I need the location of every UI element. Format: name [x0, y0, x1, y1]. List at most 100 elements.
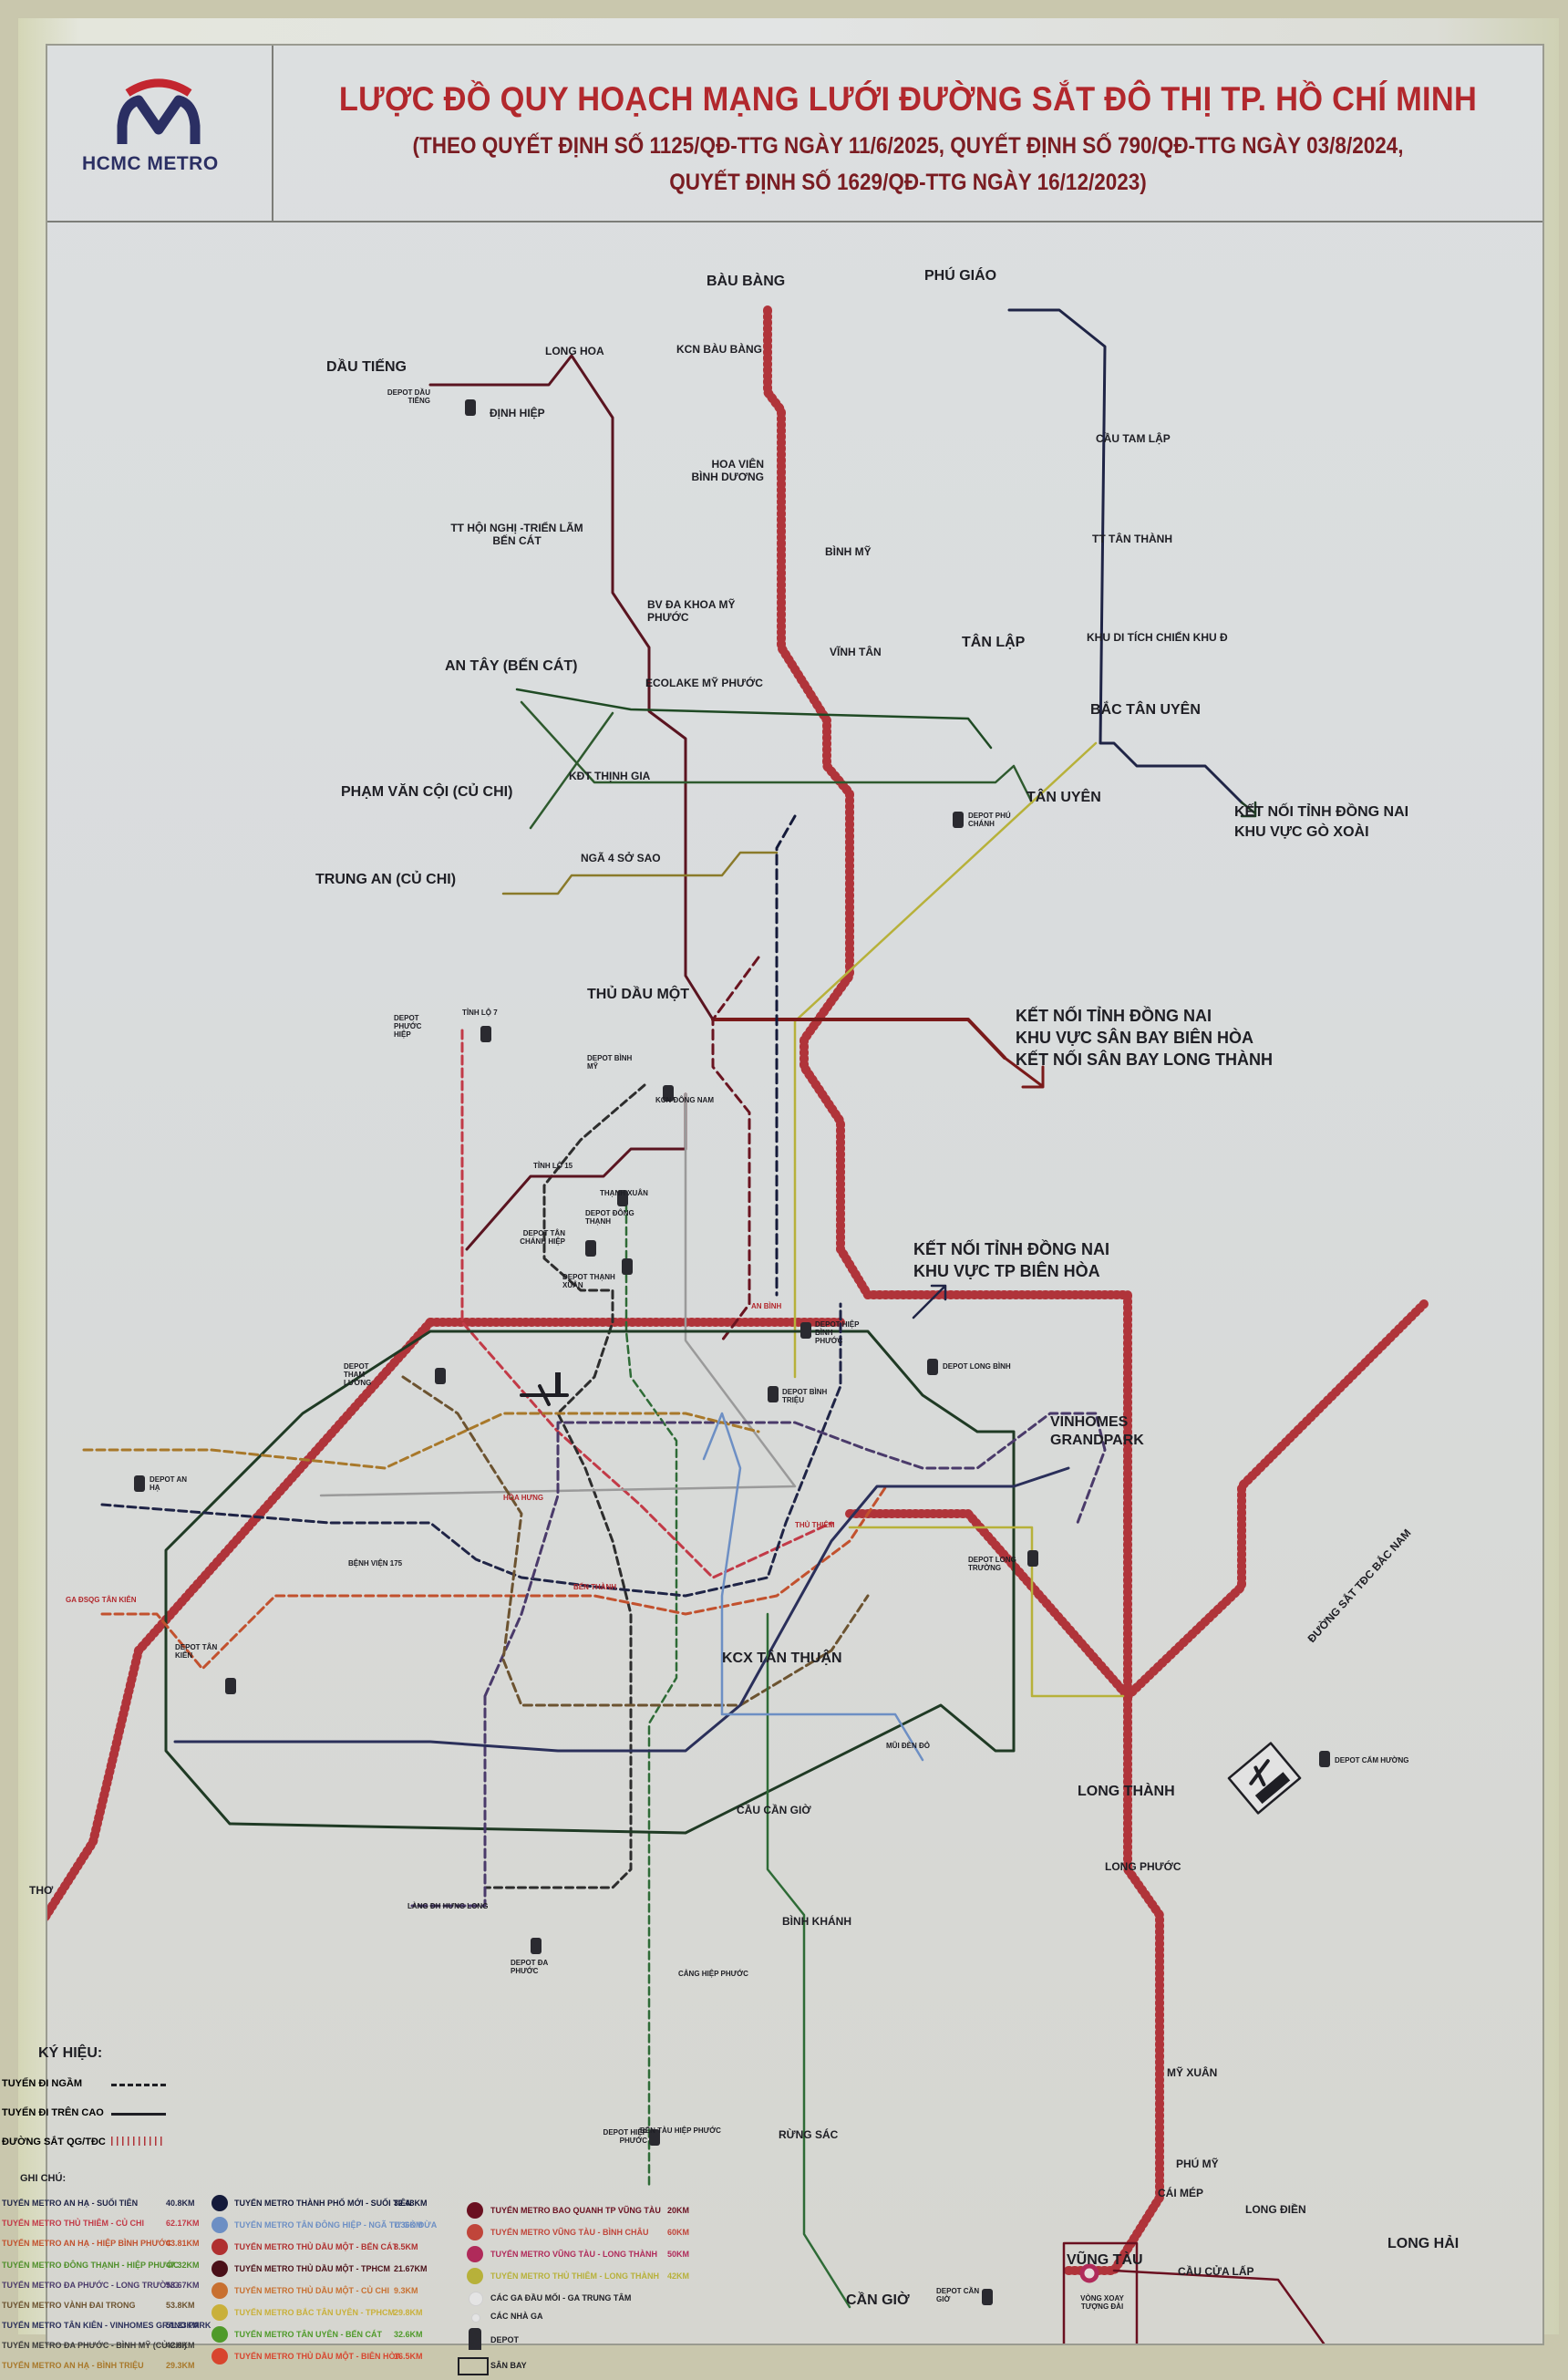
depot-binh-my: DEPOT BÌNH MỸ	[587, 1054, 633, 1071]
label-tt-hoi-nghi: TT HỘI NGHỊ -TRIỂN LÃM BẾN CÁT	[450, 522, 583, 547]
legend-dot-icon	[467, 2268, 483, 2284]
label-my-xuan: MỸ XUÂN	[1167, 2066, 1218, 2079]
legend-line-tan-uyen-ben-cat: TUYẾN METRO TÂN UYÊN - BẾN CÁT	[234, 2330, 382, 2339]
label-binh-khanh: BÌNH KHÁNH	[782, 1915, 851, 1928]
legend-railway-line-icon	[111, 2137, 166, 2146]
legend-km: 16.5KM	[394, 2352, 423, 2361]
tdm-tphcm-line	[775, 814, 797, 1297]
label-trung-an: TRUNG AN (CỦ CHI)	[315, 872, 457, 887]
tan-uyen-ben-cat-line	[515, 688, 993, 750]
label-tinh-lo-15: TỈNH LỘ 15	[533, 1162, 573, 1170]
national-railway	[47, 305, 1429, 2275]
label-long-dien: LONG ĐIỀN	[1245, 2203, 1306, 2216]
legend-km: 8.5KM	[394, 2242, 418, 2251]
legend-km: 60KM	[667, 2228, 690, 2237]
m4-line	[624, 1202, 678, 2190]
label-nga4-so-sao: NGÃ 4 SỞ SAO	[581, 852, 661, 864]
notes-title: GHI CHÚ:	[20, 2173, 67, 2184]
depot-dau-tieng-icon	[465, 399, 476, 416]
label-ben-thanh: BẾN THÀNH	[573, 1583, 617, 1591]
legend-dot-icon	[467, 2202, 483, 2219]
title-block: LƯỢC ĐỒ QUY HOẠCH MẠNG LƯỚI ĐƯỜNG SẮT ĐÔ…	[275, 46, 1541, 221]
legend-stations: CÁC NHÀ GA	[490, 2312, 543, 2321]
label-vinh-tan: VĨNH TÂN	[830, 646, 882, 658]
label-tt-tan-thanh: TT TÂN THÀNH	[1092, 533, 1172, 545]
depot-phu-chanh: DEPOT PHÚ CHÁNH	[968, 812, 1011, 828]
depot-long-binh-icon	[927, 1359, 938, 1375]
legend-dashed-line-icon	[111, 2084, 166, 2086]
label-phu-my: PHÚ MỸ	[1176, 2158, 1219, 2170]
legend-km: 42.8KM	[166, 2341, 195, 2350]
label-tho: THƠ	[29, 1884, 54, 1897]
airport-icon	[1227, 1742, 1302, 1815]
legend-km: 42KM	[667, 2271, 690, 2281]
depot-icons	[134, 399, 1330, 2305]
depot-cam-huong: DEPOT CẨM HƯỜNG	[1335, 1756, 1409, 1764]
legend-dot-icon	[467, 2246, 483, 2262]
tdm-hcm-c-line	[711, 956, 760, 1342]
legend-line-thu-thiem-cu-chi: TUYẾN METRO THỦ THIÊM - CỦ CHI	[2, 2219, 144, 2228]
bien-hoa-city-line2: KHU VỰC TP BIÊN HÒA	[913, 1262, 1100, 1280]
phu-giao-line	[1007, 308, 1243, 804]
depot-thanh-xuan: DEPOT THẠNH XUÂN	[562, 1273, 615, 1289]
depot-long-binh: DEPOT LONG BÌNH	[943, 1362, 1011, 1371]
label-khu-di-tich: KHU DI TÍCH CHIẾN KHU Đ	[1087, 631, 1228, 644]
label-hoa-hung: HÒA HƯNG	[503, 1494, 544, 1502]
label-benh-vien-175: BỆNH VIỆN 175	[348, 1559, 403, 1568]
bien-hoa-city-line1: KẾT NỐI TỈNH ĐỒNG NAI	[913, 1240, 1109, 1258]
legend-line-an-ha-binh-trieu: TUYẾN METRO AN HẠ - BÌNH TRIỆU	[2, 2361, 144, 2370]
depot-an-ha-icon	[134, 1475, 145, 1492]
label-long-hai: LONG HẢI	[1387, 2236, 1460, 2251]
legend-km: 53.67KM	[166, 2281, 200, 2290]
legend-underground: TUYẾN ĐI NGẦM	[2, 2078, 82, 2089]
legend-line-tdm-cu-chi: TUYẾN METRO THỦ DẦU MỘT - CỦ CHI	[234, 2286, 389, 2295]
depot-icon	[469, 2328, 481, 2350]
m8-line	[483, 1083, 646, 1889]
legend-dot-icon	[211, 2282, 228, 2299]
label-an-binh: AN BÌNH	[751, 1302, 782, 1310]
label-vung-tau: VŨNG TÀU	[1067, 2252, 1143, 2268]
label-hoa-vien: HOA VIÊN BÌNH DƯƠNG	[691, 458, 764, 483]
label-ket-noi-bien-hoa-airport: KẾT NỐI TỈNH ĐỒNG NAI KHU VỰC SÂN BAY BI…	[1016, 1005, 1273, 1071]
label-rung-sac: RỪNG SÁC	[779, 2128, 839, 2141]
map-poster: HCMC METRO LƯỢC ĐỒ QUY HOẠCH MẠNG LƯỚI Đ…	[2, 18, 1559, 2375]
label-cai-mep: CÁI MÉP	[1158, 2187, 1204, 2199]
label-bau-bang: BÀU BÀNG	[707, 274, 786, 289]
label-kcx-tan-thuan: KCX TÂN THUẬN	[722, 1650, 842, 1666]
depot-binh-trieu: DEPOT BÌNH TRIỆU	[782, 1388, 828, 1404]
m7-line	[173, 1466, 1070, 1753]
legend-line-thanh-pho-moi-suoi-tien: TUYẾN METRO THÀNH PHỐ MỚI - SUỐI TIÊN	[234, 2199, 412, 2208]
label-ga-dsqg-tan-kien: GA ĐSQG TÂN KIÊN	[66, 1596, 137, 1604]
legend-km: 40.8KM	[166, 2199, 195, 2208]
label-tan-uyen: TÂN UYÊN	[1026, 790, 1101, 805]
legend-line-an-ha-suoi-tien: TUYẾN METRO AN HẠ - SUỐI TIÊN	[2, 2199, 139, 2208]
station-icon	[471, 2313, 480, 2323]
tinh-lo-15-line	[465, 1092, 687, 1251]
pham-van-coi-line	[529, 711, 614, 830]
legend-line-an-ha-hiep-binh-phuoc: TUYẾN METRO AN HẠ - HIỆP BÌNH PHƯỚC	[2, 2239, 172, 2248]
legend-line-vanh-dai-trong: TUYẾN METRO VÀNH ĐAI TRONG	[2, 2301, 136, 2310]
bien-hoa-city-arrow-icon	[912, 1284, 947, 1319]
legend-dot-icon	[467, 2224, 483, 2240]
legend-km: 53.8KM	[166, 2301, 195, 2310]
legend-km: 51.23KM	[166, 2321, 200, 2330]
label-cau-can-gio: CẦU CẦN GIỜ	[737, 1804, 811, 1816]
label-tan-lap: TÂN LẬP	[962, 635, 1026, 650]
legend-dot-icon	[211, 2348, 228, 2364]
tan-son-nhat-airport-icon	[520, 1372, 569, 1406]
depot-long-truong: DEPOT LONG TRƯỜNG	[968, 1556, 1016, 1572]
label-ket-noi-go-xoai: KẾT NỐI TỈNH ĐỒNG NAI KHU VỰC GÒ XOÀI	[1234, 802, 1408, 843]
label-long-phuoc: LONG PHƯỚC	[1105, 1860, 1181, 1873]
m1-line	[100, 1302, 842, 1598]
label-cang-hiep-phuoc: CẢNG HIỆP PHƯỚC	[678, 1970, 748, 1978]
label-binh-my: BÌNH MỸ	[825, 545, 872, 558]
legend-dot-icon	[211, 2326, 228, 2343]
legend-line-da-phuoc-long-truong: TUYẾN METRO ĐA PHƯỚC - LONG TRƯỜNG	[2, 2281, 180, 2290]
label-tinh-lo-7: TỈNH LỘ 7	[462, 1009, 498, 1017]
legend-interchange: CÁC GA ĐẦU MỐI - GA TRUNG TÂM	[490, 2293, 632, 2302]
legend-line-dong-thanh-hiep-phuoc: TUYẾN METRO ĐÔNG THẠNH - HIỆP PHƯỚC	[2, 2261, 180, 2270]
depot-hiep-binh-phuoc: DEPOT HIỆP BÌNH PHƯỚC	[815, 1320, 860, 1345]
bien-hoa-airport-line1: KẾT NỐI TỈNH ĐỒNG NAI	[1016, 1007, 1212, 1025]
depot-binh-trieu-icon	[768, 1386, 779, 1402]
legend-km: 9.3KM	[394, 2286, 418, 2295]
